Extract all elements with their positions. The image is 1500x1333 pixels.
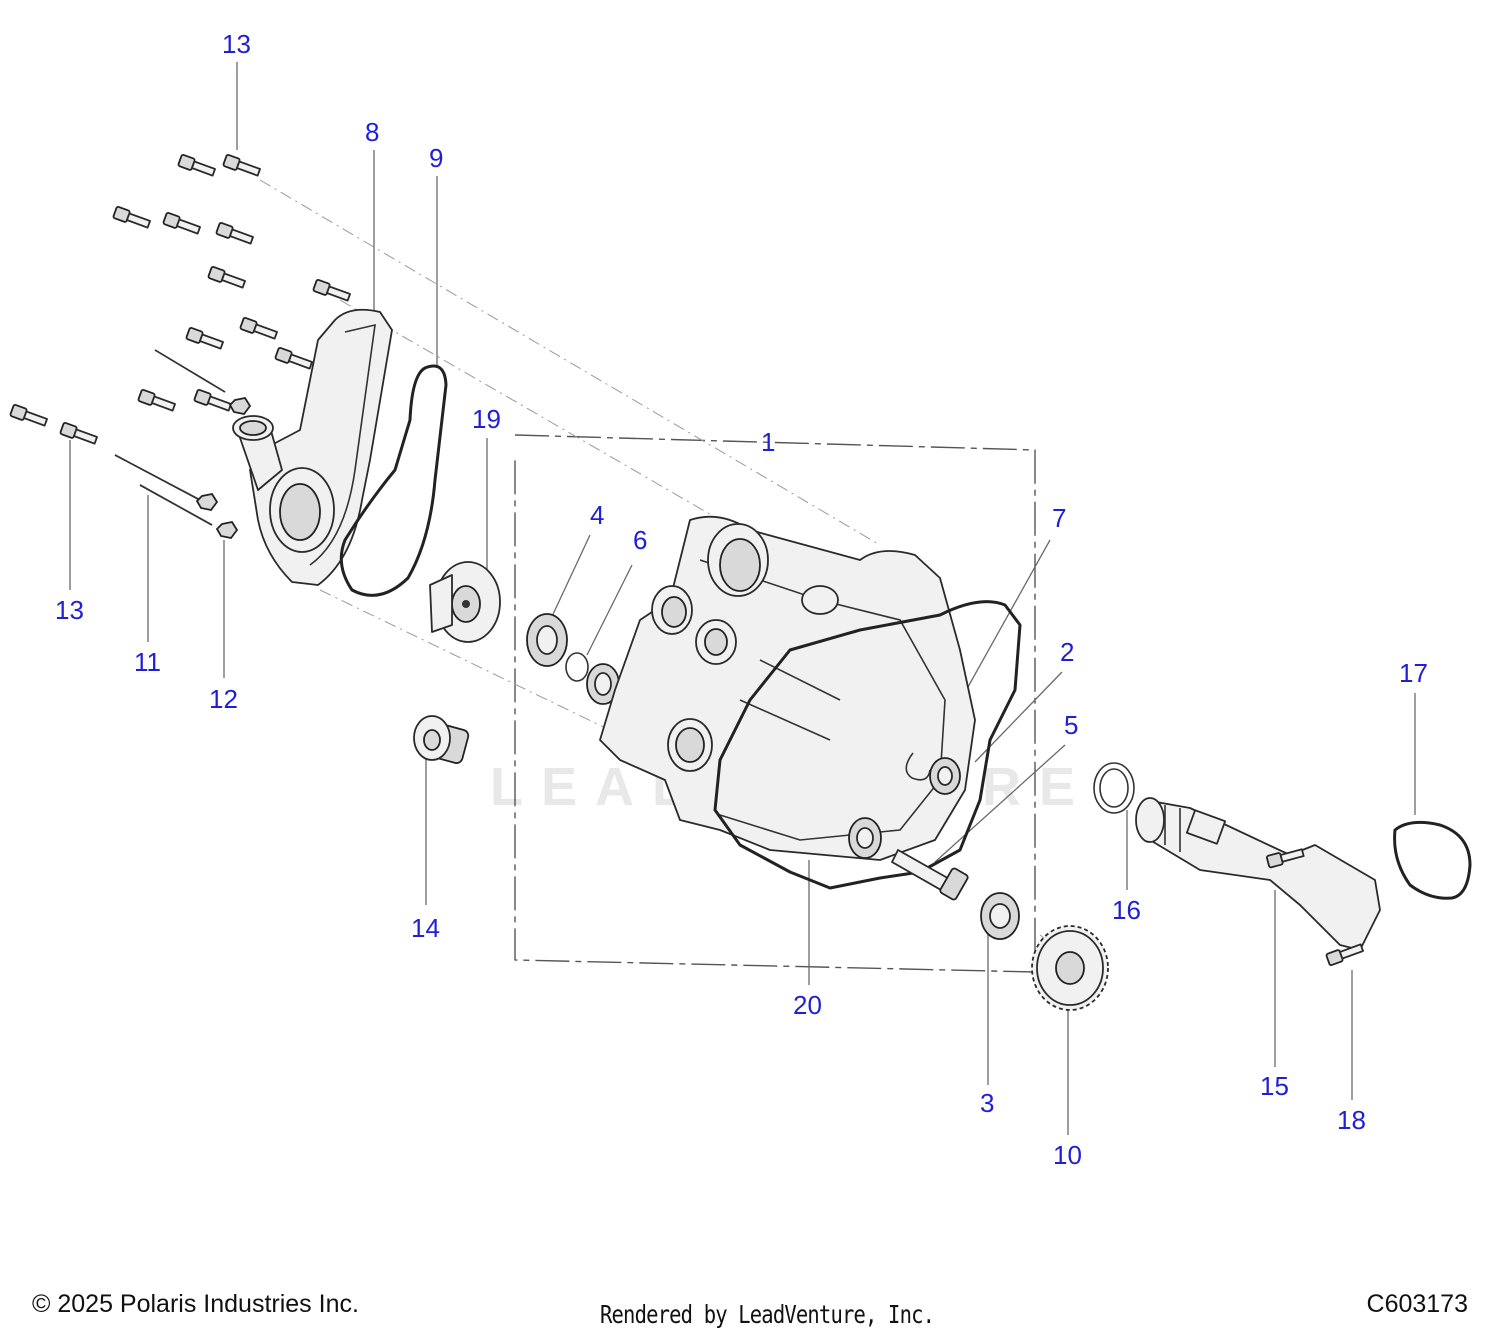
callout-16: 16 <box>1112 895 1141 925</box>
callout-11: 11 <box>134 647 161 677</box>
callout-8: 8 <box>365 117 379 147</box>
callout-18: 18 <box>1337 1105 1366 1135</box>
callout-12: 12 <box>209 684 238 714</box>
shaft-components <box>848 752 969 901</box>
callout-13: 13 <box>222 29 251 59</box>
bearing-3 <box>980 892 1020 940</box>
outlet-seal <box>1393 820 1472 900</box>
alignment-lines <box>259 179 1061 951</box>
o-ring-16 <box>1093 762 1135 814</box>
callout-2: 2 <box>1060 637 1074 667</box>
callout-13-left: 13 <box>55 595 84 625</box>
callout-10: 10 <box>1053 1140 1082 1170</box>
callout-labels: 13 8 9 19 1 7 4 6 2 5 17 13 11 12 16 14 … <box>55 29 1428 1170</box>
rendered-by-text: Rendered by LeadVenture, Inc. <box>600 1300 935 1329</box>
drive-gear <box>1031 925 1109 1011</box>
water-pump-cover <box>232 308 393 586</box>
callout-3: 3 <box>980 1088 994 1118</box>
callout-1: 1 <box>761 427 775 457</box>
callout-9: 9 <box>429 143 443 173</box>
callout-20: 20 <box>793 990 822 1020</box>
crankcase-cover <box>599 515 976 861</box>
callout-19: 19 <box>472 404 501 434</box>
callout-14: 14 <box>411 913 440 943</box>
drain-plug <box>413 715 470 764</box>
bolt-18 <box>1325 943 1364 966</box>
copyright-text: © 2025 Polaris Industries Inc. <box>32 1290 359 1318</box>
diagram-code: C603173 <box>1366 1290 1468 1318</box>
bolts <box>9 154 351 445</box>
seal-and-bearing <box>526 613 620 705</box>
studs-and-nuts <box>114 349 252 539</box>
cover-gasket <box>339 364 448 597</box>
case-gasket <box>713 600 1022 890</box>
callout-4: 4 <box>590 500 604 530</box>
callout-6: 6 <box>633 525 647 555</box>
callout-17: 17 <box>1399 658 1428 688</box>
callout-5: 5 <box>1064 710 1078 740</box>
impeller <box>429 561 501 643</box>
callout-7: 7 <box>1052 503 1066 533</box>
callout-15: 15 <box>1260 1071 1289 1101</box>
outlet-pipe <box>1135 797 1381 951</box>
